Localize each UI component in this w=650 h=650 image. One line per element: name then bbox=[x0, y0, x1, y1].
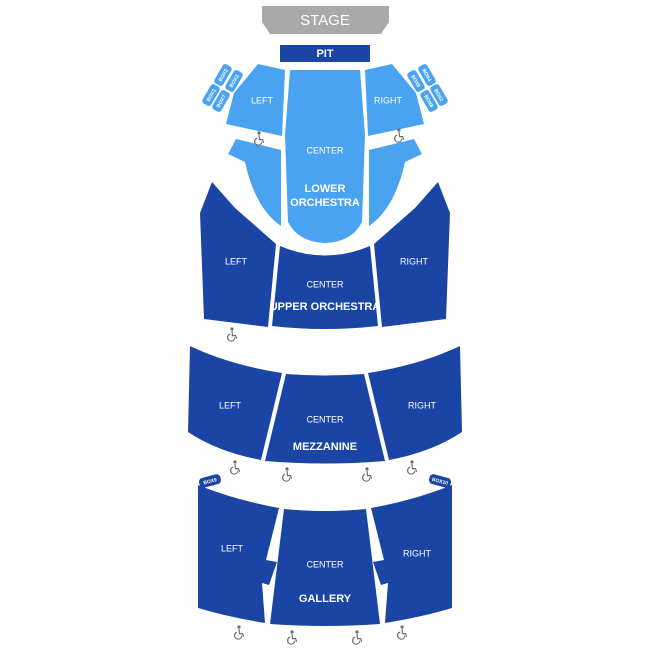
wheelchair-icon bbox=[407, 460, 418, 475]
pit-label: PIT bbox=[316, 48, 333, 60]
wheelchair-icon bbox=[230, 460, 241, 475]
box-9-label: BOX9 bbox=[203, 477, 218, 486]
wheelchair-icon bbox=[352, 630, 363, 645]
upper-orchestra-name: UPPER ORCHESTRA bbox=[270, 301, 381, 313]
mezzanine-right[interactable] bbox=[368, 346, 462, 460]
lower-orchestra-left-rear[interactable] bbox=[228, 139, 281, 226]
lower-orchestra-name-line2: ORCHESTRA bbox=[290, 197, 360, 209]
upper-orchestra-right[interactable] bbox=[374, 182, 450, 327]
lower-left-label: LEFT bbox=[251, 95, 274, 105]
lower-orchestra-center[interactable] bbox=[285, 70, 365, 243]
wheelchair-icon bbox=[397, 625, 408, 640]
gallery-name: GALLERY bbox=[299, 593, 352, 605]
wheelchair-icon bbox=[282, 467, 293, 482]
mezzanine: LEFT CENTER RIGHT MEZZANINE bbox=[188, 346, 462, 464]
mezzanine-center[interactable] bbox=[265, 374, 385, 464]
gallery-left[interactable] bbox=[198, 485, 279, 623]
mezzanine-right-label: RIGHT bbox=[408, 400, 437, 410]
gallery-center-label: CENTER bbox=[306, 559, 344, 569]
lower-orchestra-right-rear[interactable] bbox=[369, 139, 422, 226]
wheelchair-icon bbox=[234, 625, 245, 640]
gallery: LEFT CENTER RIGHT GALLERY bbox=[198, 485, 452, 626]
mezzanine-center-label: CENTER bbox=[306, 414, 344, 424]
upper-left-label: LEFT bbox=[225, 256, 248, 266]
stage-label: STAGE bbox=[300, 12, 350, 29]
stage: STAGE bbox=[262, 6, 389, 34]
lower-orchestra-name-line1: LOWER bbox=[305, 183, 346, 195]
box-10[interactable]: BOX10 bbox=[428, 473, 452, 488]
upper-orchestra-center[interactable] bbox=[272, 246, 378, 329]
upper-orchestra-left[interactable] bbox=[200, 182, 276, 327]
gallery-right-label: RIGHT bbox=[403, 548, 432, 558]
box-9[interactable]: BOX9 bbox=[198, 473, 222, 488]
lower-orchestra-right[interactable] bbox=[365, 64, 424, 136]
upper-center-label: CENTER bbox=[306, 279, 344, 289]
upper-orchestra: LEFT CENTER RIGHT UPPER ORCHESTRA bbox=[200, 182, 450, 329]
upper-right-label: RIGHT bbox=[400, 256, 429, 266]
wheelchair-icon bbox=[287, 630, 298, 645]
gallery-center[interactable] bbox=[270, 509, 380, 626]
lower-orchestra: LEFT RIGHT CENTER LOWER ORCHESTRA bbox=[226, 64, 424, 243]
section-pit[interactable]: PIT bbox=[280, 45, 370, 62]
gallery-right[interactable] bbox=[371, 485, 452, 623]
lower-orchestra-left[interactable] bbox=[226, 64, 285, 136]
lower-center-label: CENTER bbox=[306, 145, 344, 155]
boxes-left: BOX5 BOX3 BOX1 BOX7 bbox=[202, 64, 243, 112]
wheelchair-icon bbox=[362, 467, 373, 482]
box-10-label: BOX10 bbox=[431, 477, 449, 487]
mezzanine-left[interactable] bbox=[188, 346, 282, 460]
mezzanine-name: MEZZANINE bbox=[293, 441, 357, 453]
lower-right-label: RIGHT bbox=[374, 95, 403, 105]
gallery-left-label: LEFT bbox=[221, 543, 244, 553]
wheelchair-icon bbox=[227, 327, 238, 342]
mezzanine-left-label: LEFT bbox=[219, 400, 242, 410]
wheelchair-icon bbox=[394, 128, 405, 143]
wheelchair-icon bbox=[254, 131, 265, 146]
